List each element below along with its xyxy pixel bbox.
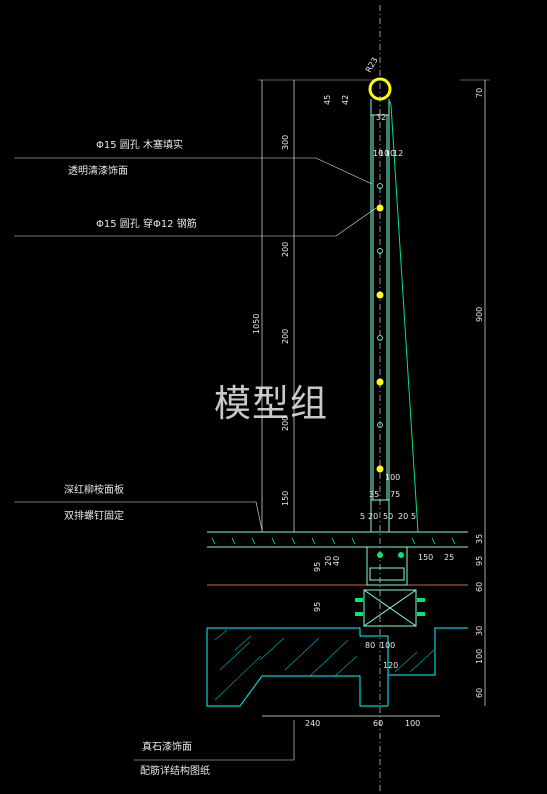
svg-text:150: 150	[418, 553, 433, 562]
label-bolts: 双排螺钉固定	[64, 511, 124, 522]
leader-lines	[14, 157, 377, 761]
svg-text:20: 20	[398, 512, 408, 521]
svg-text:5: 5	[360, 512, 365, 521]
svg-text:100: 100	[475, 649, 484, 664]
structure-hatch	[214, 629, 435, 701]
svg-text:60: 60	[373, 719, 383, 728]
svg-text:5: 5	[411, 512, 416, 521]
label-panel: 深红柳桉面板	[64, 485, 124, 496]
svg-text:25: 25	[444, 553, 454, 562]
bolts	[355, 552, 425, 616]
svg-text:95: 95	[313, 562, 322, 572]
svg-text:95: 95	[313, 602, 322, 612]
svg-text:50: 50	[383, 512, 393, 521]
svg-text:300: 300	[281, 135, 290, 150]
label-stone-paint: 真石漆饰面	[142, 742, 192, 753]
svg-text:1050: 1050	[252, 314, 261, 334]
svg-text:45: 45	[323, 95, 332, 105]
svg-text:10: 10	[385, 149, 395, 158]
dimension-text: 300 200 200 200 150 1050 45 42 10 32 10 …	[252, 88, 484, 728]
svg-text:100: 100	[385, 473, 400, 482]
svg-text:20: 20	[324, 556, 333, 566]
deck-slab	[207, 531, 468, 548]
svg-text:30: 30	[475, 626, 484, 636]
rebar-holes	[376, 204, 384, 473]
svg-text:35: 35	[369, 490, 379, 499]
svg-text:10: 10	[379, 149, 389, 158]
svg-text:200: 200	[281, 416, 290, 431]
svg-text:40: 40	[332, 556, 341, 566]
watermark: 模型组	[214, 382, 328, 425]
svg-text:35: 35	[475, 534, 484, 544]
base-plate	[363, 546, 417, 627]
left-dimension-line	[258, 79, 380, 532]
svg-text:20: 20	[368, 512, 378, 521]
handrail-circle	[368, 77, 392, 101]
right-dimension-line	[460, 79, 490, 706]
rail-radius-label: R23	[364, 56, 380, 74]
svg-text:240: 240	[305, 719, 320, 728]
label-clear-paint: 透明清漆饰面	[68, 166, 128, 177]
structure	[206, 627, 468, 707]
svg-text:100: 100	[405, 719, 420, 728]
post-outline	[370, 99, 390, 532]
plug-holes	[377, 183, 383, 428]
label-hole-plug: Φ15 圆孔 木塞填实	[96, 140, 183, 151]
svg-text:200: 200	[281, 242, 290, 257]
svg-text:12: 12	[393, 149, 403, 158]
svg-text:200: 200	[281, 329, 290, 344]
svg-text:150: 150	[281, 491, 290, 506]
svg-text:900: 900	[475, 307, 484, 322]
svg-text:70: 70	[475, 88, 484, 98]
svg-text:120: 120	[383, 661, 398, 670]
svg-text:32: 32	[376, 113, 386, 122]
svg-text:95: 95	[475, 556, 484, 566]
svg-text:100: 100	[380, 641, 395, 650]
svg-text:80: 80	[365, 641, 375, 650]
svg-text:42: 42	[341, 95, 350, 105]
svg-text:60: 60	[475, 688, 484, 698]
label-hole-rebar: Φ15 圆孔 穿Φ12 钢筋	[96, 219, 197, 230]
svg-text:10: 10	[373, 149, 383, 158]
deck-hatch	[211, 537, 456, 545]
post-taper	[390, 104, 419, 533]
svg-text:75: 75	[390, 490, 400, 499]
svg-text:60: 60	[475, 582, 484, 592]
label-rebar-ref: 配筋详结构图纸	[140, 766, 210, 777]
